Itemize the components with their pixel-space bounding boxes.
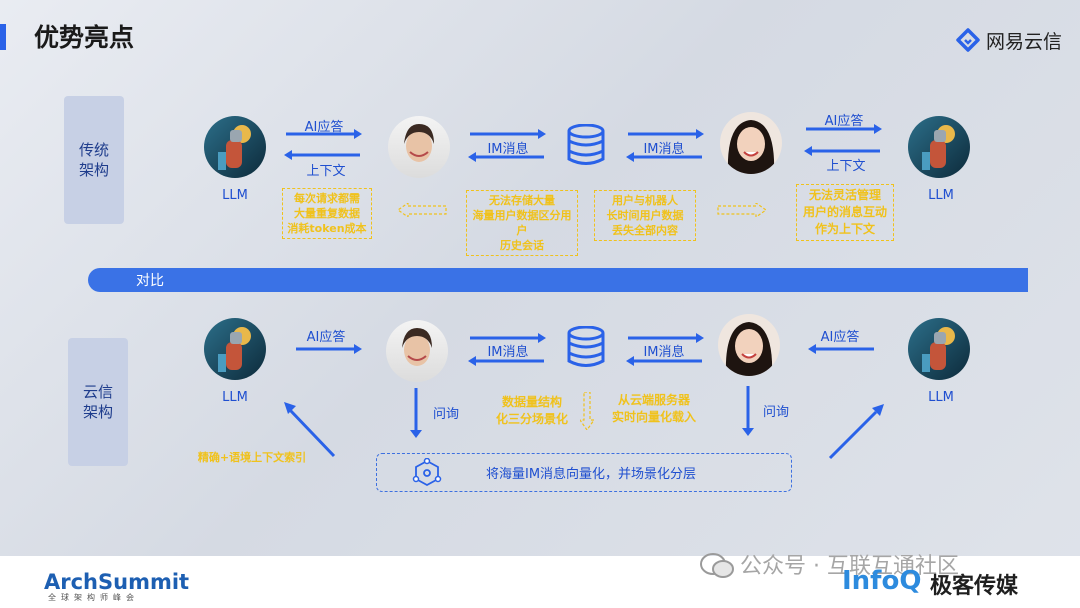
llm-label: LLM [928,188,954,203]
llm-label: LLM [222,188,248,203]
im-message-label: IM消息 [487,345,529,360]
database-icon [567,326,605,367]
geek-media-logo: 极客传媒 [930,574,1019,599]
note-data-loss: 用户与机器人长时间用户数据丢失全部内容 [594,190,696,241]
arrow-left-icon [468,356,544,366]
note-structured-data: 数据量结构化三分场景化 [495,395,568,426]
context-label: 上下文 [306,164,346,179]
ai-answer-label: AI应答 [824,114,864,129]
query-label: 问询 [762,405,789,420]
note-storage-limit: 无法存储大量海量用户数据区分用户历史会话 [466,190,578,256]
note-cloud-vectorize: 从云端服务器实时向量化载入 [611,393,696,424]
user-photo [718,314,780,376]
page-title: 优势亮点 [34,23,135,52]
arrow-right-icon [470,129,546,139]
comparison-label: 对比 [136,273,164,289]
archsummit-logo: ArchSummit [44,570,190,594]
ai-answer-label: AI应答 [306,330,346,345]
robot-icon [204,318,266,380]
footer-bar [0,556,1080,608]
im-message-label: IM消息 [487,142,529,157]
arrow-left-icon [808,344,874,354]
hollow-arrow-down-icon [580,392,594,430]
user-photo [720,112,782,174]
infoq-logo: InfoQ [842,566,922,596]
llm-robot-avatar [204,318,266,380]
side-label-yunxin: 云信架构 [68,338,128,466]
arrow-left-icon [626,356,702,366]
brand-name: 网易云信 [986,30,1063,53]
diagonal-arrow-icon [828,404,884,460]
query-label: 问询 [432,407,459,422]
robot-icon [908,318,970,380]
user-woman-avatar-2 [720,112,782,174]
archsummit-subtitle: 全球架构师峰会 [48,593,139,602]
arrow-left-icon [804,146,880,156]
ai-answer-label: AI应答 [820,330,860,345]
note-token-cost: 每次请求都需大量重复数据消耗token成本 [282,188,372,239]
user-woman-avatar-2 [718,314,780,376]
hollow-arrow-right-icon [717,203,766,217]
database-icon [567,124,605,165]
arrow-right-icon [628,129,704,139]
netease-yunxin-icon [956,28,980,52]
im-message-label: IM消息 [643,345,685,360]
arrow-left-icon [284,150,360,160]
title-accent-bar [0,24,6,50]
llm-robot-avatar [908,116,970,178]
user-photo [386,320,448,382]
diagonal-arrow-icon [284,402,336,458]
robot-icon [204,116,266,178]
arrow-left-icon [468,152,544,162]
network-cube-icon [412,458,442,487]
vectorization-box [376,453,792,492]
llm-robot-avatar [908,318,970,380]
arrow-left-icon [626,152,702,162]
note-context-flexibility: 无法灵活管理用户的消息互动作为上下文 [796,184,894,241]
user-woman-avatar [386,320,448,382]
side-label-traditional: 传统架构 [64,96,124,224]
im-message-label: IM消息 [643,142,685,157]
context-label: 上下文 [826,159,866,174]
arrow-right-icon [628,333,704,343]
arrow-right-icon [806,124,882,134]
user-woman-avatar [388,116,450,178]
llm-label: LLM [928,390,954,405]
vectorization-text: 将海量IM消息向量化，并场景化分层 [486,467,697,482]
user-photo [388,116,450,178]
brand-logo: 网易云信 [956,27,1062,53]
wechat-icon [700,553,734,578]
comparison-divider [88,268,1028,292]
note-context-index: 精确+语境上下文索引 [197,451,307,464]
hollow-arrow-left-icon [398,203,447,217]
arrow-right-icon [470,333,546,343]
arrow-right-icon [296,344,362,354]
llm-label: LLM [222,390,248,405]
arrow-down-icon [742,386,754,436]
arrow-right-icon [286,129,362,139]
arrow-down-icon [410,388,422,438]
wechat-account: 公众号 · 互联互通社区 [740,554,959,579]
llm-robot-avatar [204,116,266,178]
ai-answer-label: AI应答 [304,120,344,135]
robot-icon [908,116,970,178]
